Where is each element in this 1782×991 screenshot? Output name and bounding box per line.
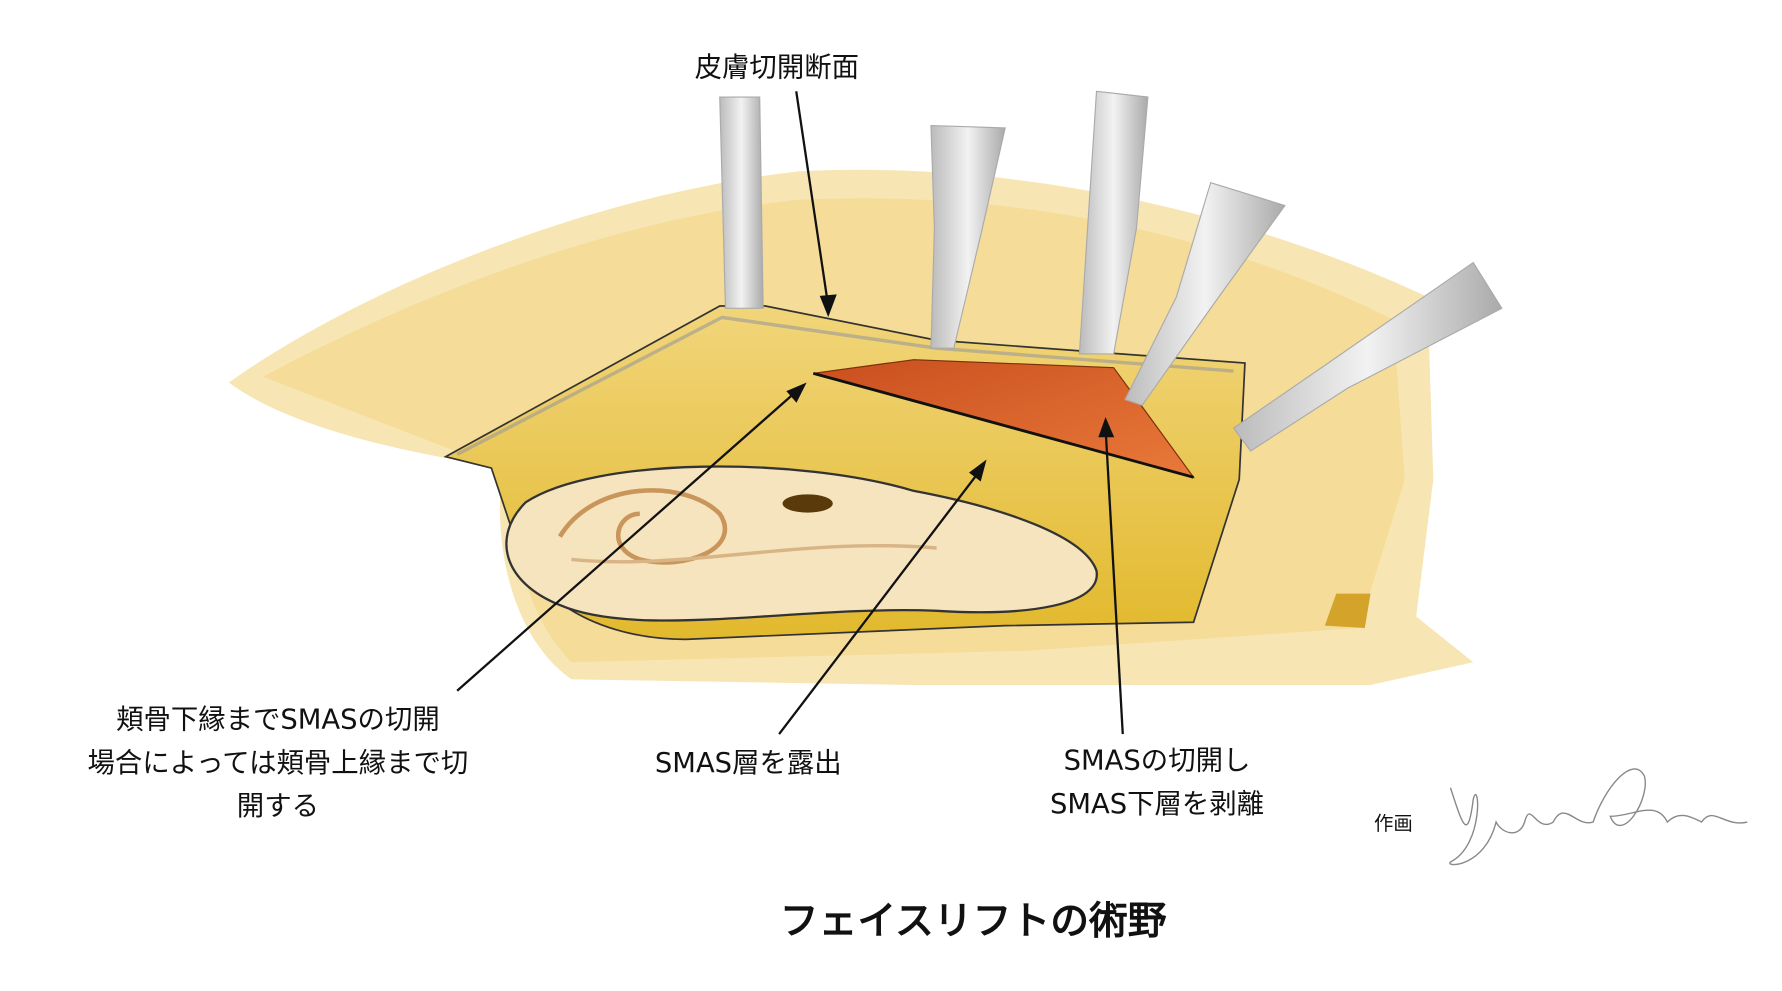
smas-incision bbox=[812, 359, 1195, 479]
figure-title: フェイスリフトの術野 bbox=[780, 899, 1167, 944]
signature bbox=[1449, 768, 1748, 866]
label-smas-exposed: SMAS層を露出 bbox=[655, 748, 842, 779]
label-smas-cut-line2: SMAS下層を剥離 bbox=[1050, 789, 1264, 820]
ear bbox=[505, 465, 1098, 622]
leader-lines bbox=[456, 91, 1124, 735]
label-smas-cut-line1: SMASの切開し bbox=[1064, 746, 1251, 777]
credit-label: 作画 bbox=[1374, 812, 1413, 835]
label-skin-incision: 皮膚切開断面 bbox=[695, 52, 859, 83]
label-zygoma-line3: 開する bbox=[237, 791, 319, 822]
retractors bbox=[719, 90, 1503, 452]
label-zygoma-line2: 場合によっては頬骨上縁まで切 bbox=[88, 748, 469, 779]
label-zygoma-line1: 頬骨下縁までSMASの切開 bbox=[116, 704, 440, 735]
